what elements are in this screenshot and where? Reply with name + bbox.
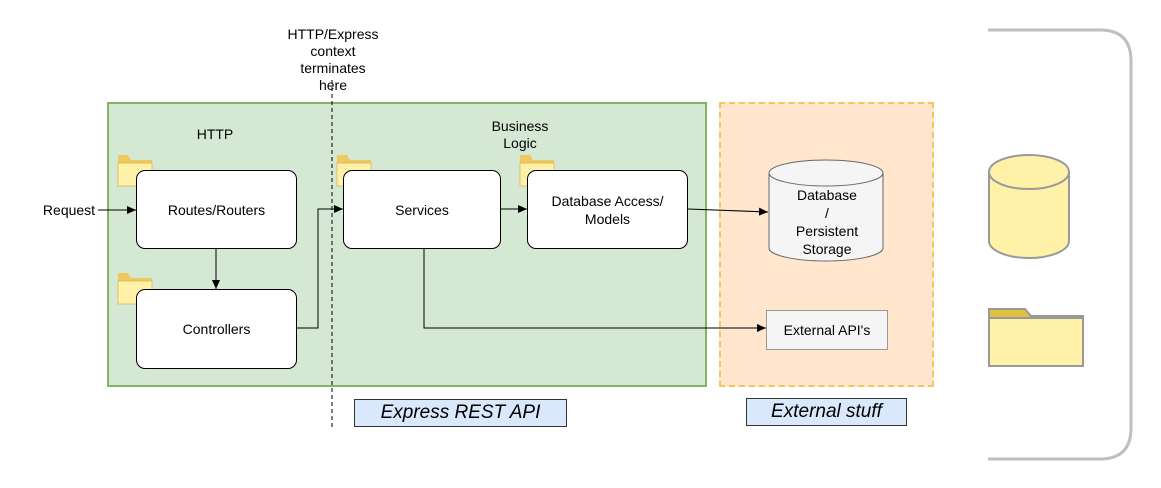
database-line: Persistent [795,223,859,239]
database-line: / [825,205,829,221]
http-label: HTTP [196,126,234,142]
database-line: Storage [802,241,852,257]
routes-routers-box[interactable]: Routes/Routers [136,170,297,249]
services-label: Services [395,201,449,218]
business-logic-label: Business Logic [470,118,570,152]
express-rest-api-caption: Express REST API [354,399,567,427]
controllers-box[interactable]: Controllers [136,289,297,369]
context-note-line: HTTP/Express [287,26,379,42]
request-label: Request [42,202,96,218]
database-line: Database [797,187,857,203]
context-note: HTTP/Express context terminates here [268,26,398,94]
database-access-line: Models [584,210,631,227]
external-stuff-caption: External stuff [746,398,907,426]
dbaccess-to-database-arrow [687,207,769,216]
services-box[interactable]: Services [343,170,501,249]
controllers-to-services-arrow [297,205,343,329]
business-logic-line: Business [491,118,549,134]
folder-icon[interactable] [988,308,1084,367]
cylinder-icon[interactable] [988,154,1070,259]
business-logic-line: Logic [503,135,537,151]
external-apis-box[interactable]: External API's [766,310,888,350]
database-label: Database / Persistent Storage [771,186,883,258]
controllers-label: Controllers [182,321,251,337]
database-access-label: Database Access/ Models [551,192,663,228]
context-note-line: context [310,43,356,59]
external-apis-label: External API's [783,322,871,338]
context-note-line: terminates [300,60,366,76]
database-access-line: Database Access/ [551,192,664,209]
right-panel-bracket [988,28,1133,461]
routes-routers-label: Routes/Routers [167,201,266,218]
database-cylinder-icon [768,159,884,262]
services-to-external-api-arrow [423,249,766,332]
context-note-line: here [318,77,348,93]
database-access-models-box[interactable]: Database Access/ Models [527,170,688,249]
